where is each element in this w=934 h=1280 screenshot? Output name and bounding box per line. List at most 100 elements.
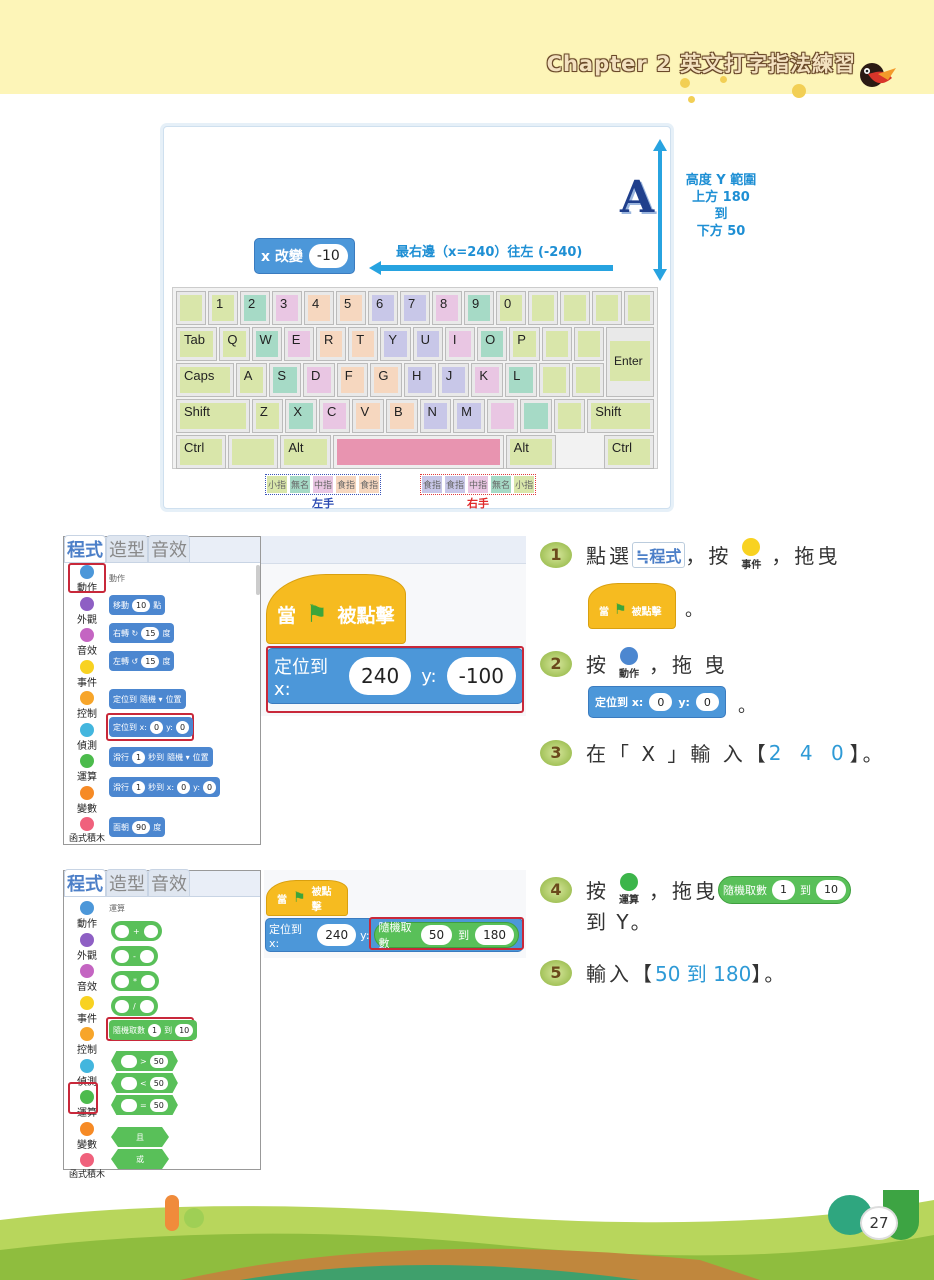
tab-sounds[interactable]: 音效 bbox=[148, 869, 190, 896]
category-label: 變數 bbox=[77, 1139, 97, 1151]
block-input[interactable]: 15 bbox=[141, 626, 160, 640]
category-4[interactable]: 控制 bbox=[67, 691, 107, 720]
block-input[interactable] bbox=[139, 999, 154, 1013]
block-input[interactable]: 1 bbox=[148, 1023, 162, 1037]
block-input[interactable] bbox=[115, 924, 129, 938]
category-2[interactable]: 音效 bbox=[67, 628, 107, 657]
key bbox=[573, 327, 604, 361]
operator-block[interactable]: * bbox=[111, 971, 159, 991]
icon-label: 運算 bbox=[619, 895, 639, 906]
category-3[interactable]: 事件 bbox=[67, 659, 107, 689]
key: T bbox=[348, 327, 379, 361]
key-label: N bbox=[423, 403, 448, 429]
logic-block[interactable]: 或 bbox=[111, 1149, 169, 1169]
block-input[interactable]: 10 bbox=[175, 1023, 194, 1037]
category-7[interactable]: 變數 bbox=[67, 1121, 107, 1151]
tab-costumes[interactable]: 造型 bbox=[106, 535, 148, 562]
green-flag-icon: ⚑ bbox=[293, 890, 306, 906]
block-label: 右轉 ↻ bbox=[113, 628, 139, 638]
bird-icon bbox=[860, 63, 896, 87]
block-input[interactable]: 1 bbox=[132, 750, 146, 764]
block-input[interactable]: 0 bbox=[175, 720, 190, 734]
block-label: 面朝 bbox=[113, 822, 129, 832]
block-label: 定位到 x: bbox=[274, 656, 328, 700]
operator-block[interactable]: + bbox=[111, 921, 162, 941]
scrollbar[interactable] bbox=[256, 565, 260, 595]
category-1[interactable]: 外觀 bbox=[67, 932, 107, 962]
when-flag-clicked-block[interactable]: 當 ⚑ 被點擊 bbox=[266, 880, 348, 916]
section-title: 動作 bbox=[109, 574, 125, 583]
category-6[interactable]: 運算 bbox=[67, 754, 107, 783]
category-2[interactable]: 音效 bbox=[67, 964, 107, 993]
category-4[interactable]: 控制 bbox=[67, 1027, 107, 1056]
key: 4 bbox=[304, 291, 334, 325]
category-1[interactable]: 外觀 bbox=[67, 596, 107, 626]
key: 5 bbox=[336, 291, 366, 325]
tab-sounds[interactable]: 音效 bbox=[148, 535, 190, 562]
block-input[interactable]: 50 bbox=[149, 1098, 168, 1112]
operator-block[interactable]: - bbox=[111, 946, 158, 966]
block-input[interactable]: 0 bbox=[203, 780, 217, 794]
from-input: 1 bbox=[772, 879, 795, 900]
compare-block[interactable]: =50 bbox=[111, 1095, 178, 1115]
category-0[interactable]: 動作 bbox=[67, 565, 107, 594]
go-to-xy-block[interactable]: 定位到 x: 240 y: -100 bbox=[267, 648, 523, 704]
block-input[interactable] bbox=[121, 1076, 137, 1090]
block-input[interactable]: 50 bbox=[149, 1076, 168, 1090]
category-3[interactable]: 事件 bbox=[67, 995, 107, 1025]
key: Tab bbox=[176, 327, 218, 361]
category-8[interactable]: 函式積木 bbox=[67, 817, 107, 846]
block-input[interactable] bbox=[121, 1054, 137, 1068]
block-input[interactable] bbox=[115, 949, 129, 963]
block-input[interactable]: 0 bbox=[149, 720, 164, 734]
go-to-xy-block[interactable]: 定位到 x: 240 y: 隨機取數 50 到 180 bbox=[265, 918, 523, 952]
logic-block[interactable]: 且 bbox=[111, 1127, 169, 1147]
x-input[interactable]: 240 bbox=[349, 657, 412, 695]
block-input[interactable] bbox=[141, 974, 155, 988]
block-input[interactable]: 0 bbox=[177, 780, 191, 794]
when-flag-clicked-block[interactable]: 當 ⚑ 被點擊 bbox=[266, 574, 406, 644]
block-input[interactable] bbox=[139, 949, 154, 963]
to-input[interactable]: 180 bbox=[475, 925, 514, 945]
tab-costumes[interactable]: 造型 bbox=[106, 869, 148, 896]
pick-random-block[interactable]: 隨機取數 50 到 180 bbox=[373, 921, 519, 950]
category-5[interactable]: 偵測 bbox=[67, 722, 107, 752]
block-input[interactable] bbox=[143, 924, 158, 938]
block-input[interactable]: 90 bbox=[132, 820, 151, 834]
block-input[interactable] bbox=[115, 999, 129, 1013]
block-goto-random[interactable]: 定位到隨機 ▾位置 bbox=[109, 689, 186, 709]
from-input[interactable]: 50 bbox=[420, 925, 453, 945]
category-8[interactable]: 函式積木 bbox=[67, 1153, 107, 1182]
category-7[interactable]: 變數 bbox=[67, 785, 107, 815]
key-label: Shift bbox=[180, 403, 246, 429]
operator-block[interactable]: / bbox=[111, 996, 158, 1016]
compare-block[interactable]: <50 bbox=[111, 1073, 178, 1093]
category-0[interactable]: 動作 bbox=[67, 901, 107, 930]
code-area: 當 ⚑ 被點擊 定位到 x: 240 y: -100 bbox=[261, 536, 526, 716]
x-input[interactable]: 240 bbox=[317, 924, 357, 946]
compare-block[interactable]: >50 bbox=[111, 1051, 178, 1071]
block-input[interactable]: 10 bbox=[132, 598, 151, 612]
block-input[interactable]: 1 bbox=[132, 780, 146, 794]
block-input[interactable]: 15 bbox=[141, 654, 160, 668]
category-label: 動作 bbox=[77, 919, 97, 930]
key-label bbox=[490, 403, 515, 429]
category-dot-icon bbox=[80, 964, 94, 978]
tab-code[interactable]: 程式 bbox=[64, 869, 106, 896]
tab-code[interactable]: 程式 bbox=[64, 535, 106, 562]
block-input[interactable] bbox=[115, 974, 129, 988]
category-label: 事件 bbox=[77, 1013, 97, 1025]
block-input[interactable] bbox=[121, 1098, 137, 1112]
category-label: 函式積木 bbox=[68, 834, 105, 844]
block-input[interactable]: 50 bbox=[149, 1054, 168, 1068]
y-input[interactable]: -100 bbox=[446, 657, 516, 695]
